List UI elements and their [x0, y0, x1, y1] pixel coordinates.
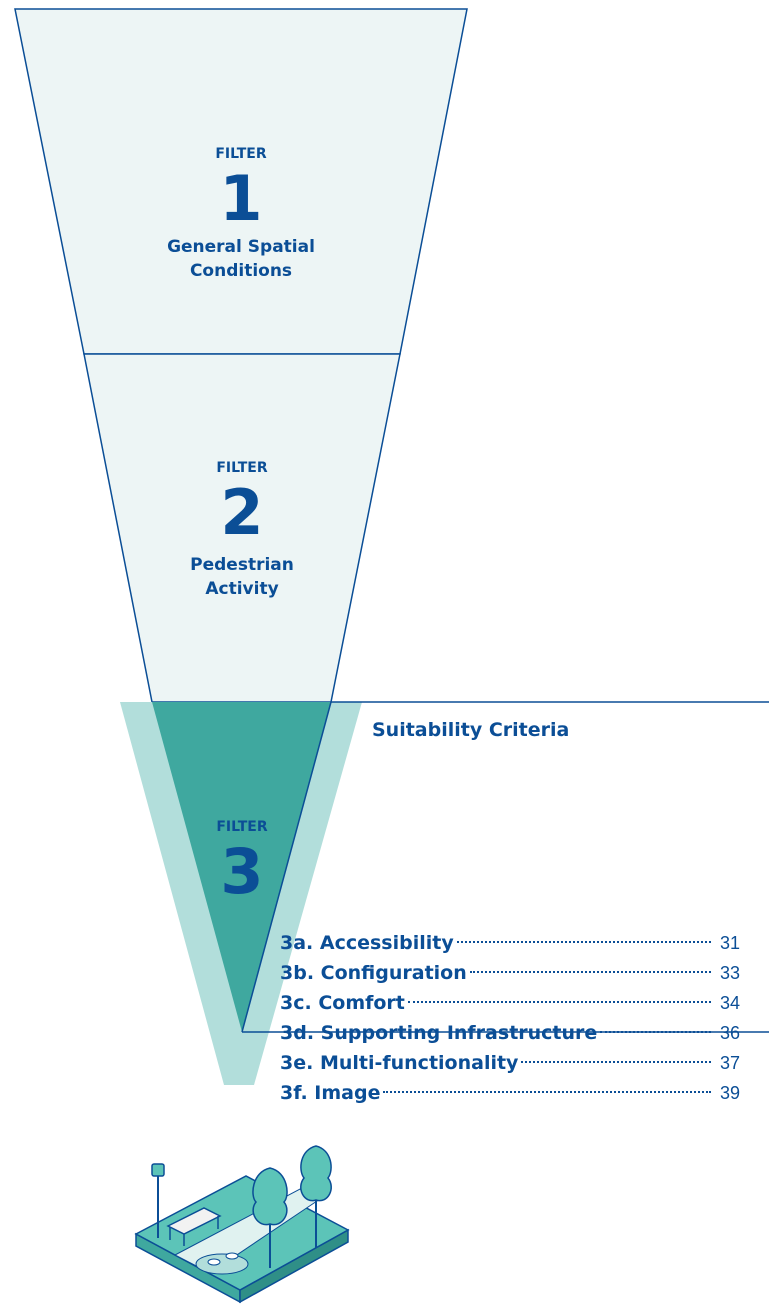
- toc-entry-multi-functionality[interactable]: 3e. Multi-functionality 37: [280, 1048, 740, 1078]
- toc-entry-accessibility[interactable]: 3a. Accessibility 31: [280, 928, 740, 958]
- filter-1-title-line-1: General Spatial: [167, 237, 315, 257]
- tree-icon: [252, 1167, 288, 1268]
- filter-2-label: FILTER: [216, 460, 267, 476]
- toc-page-number: 39: [719, 1083, 740, 1103]
- toc-leader-dots: [469, 971, 711, 973]
- toc-page-number: 37: [719, 1053, 740, 1073]
- filter-3-right-edge: [241, 701, 332, 1033]
- park-illustration: [134, 1145, 350, 1304]
- toc-entry-configuration[interactable]: 3b. Configuration 33: [280, 958, 740, 988]
- toc-label: 3a. Accessibility: [280, 932, 454, 954]
- park-pond: [195, 1253, 249, 1275]
- toc-page-number: 31: [719, 933, 740, 953]
- duck-icon: [207, 1258, 221, 1266]
- toc-leader-dots: [407, 1001, 711, 1003]
- toc-label: 3c. Comfort: [280, 992, 405, 1014]
- filter-1-label: FILTER: [215, 146, 266, 162]
- suitability-criteria-list: 3a. Accessibility 31 3b. Configuration 3…: [280, 928, 740, 1108]
- bench-icon: [166, 1207, 222, 1235]
- filter-3-core: [152, 702, 331, 1032]
- toc-page-number: 33: [719, 963, 740, 983]
- toc-label: 3f. Image: [280, 1082, 381, 1104]
- filter-2-number: 2: [220, 476, 263, 549]
- toc-label: 3b. Configuration: [280, 962, 467, 984]
- toc-entry-image[interactable]: 3f. Image 39: [280, 1078, 740, 1108]
- filter-3-label: FILTER: [216, 819, 267, 835]
- filter-2-title-line-2: Activity: [205, 579, 278, 599]
- toc-leader-dots: [600, 1031, 711, 1033]
- toc-entry-supporting-infrastructure[interactable]: 3d. Supporting Infrastructure 36: [280, 1018, 740, 1048]
- suitability-heading: Suitability Criteria: [372, 719, 570, 741]
- toc-page-number: 36: [719, 1023, 740, 1043]
- filter-3-number: 3: [220, 835, 263, 908]
- toc-label: 3e. Multi-functionality: [280, 1052, 519, 1074]
- filter-2-title-line-1: Pedestrian: [190, 555, 294, 575]
- filter-1-number: 1: [219, 162, 262, 235]
- duck-icon: [225, 1252, 239, 1260]
- filter-1-title-line-2: Conditions: [190, 261, 292, 281]
- toc-page-number: 34: [719, 993, 740, 1013]
- toc-leader-dots: [383, 1091, 711, 1093]
- toc-label: 3d. Supporting Infrastructure: [280, 1022, 598, 1044]
- toc-entry-comfort[interactable]: 3c. Comfort 34: [280, 988, 740, 1018]
- tree-icon: [300, 1145, 332, 1248]
- toc-leader-dots: [456, 941, 711, 943]
- toc-leader-dots: [521, 1061, 711, 1063]
